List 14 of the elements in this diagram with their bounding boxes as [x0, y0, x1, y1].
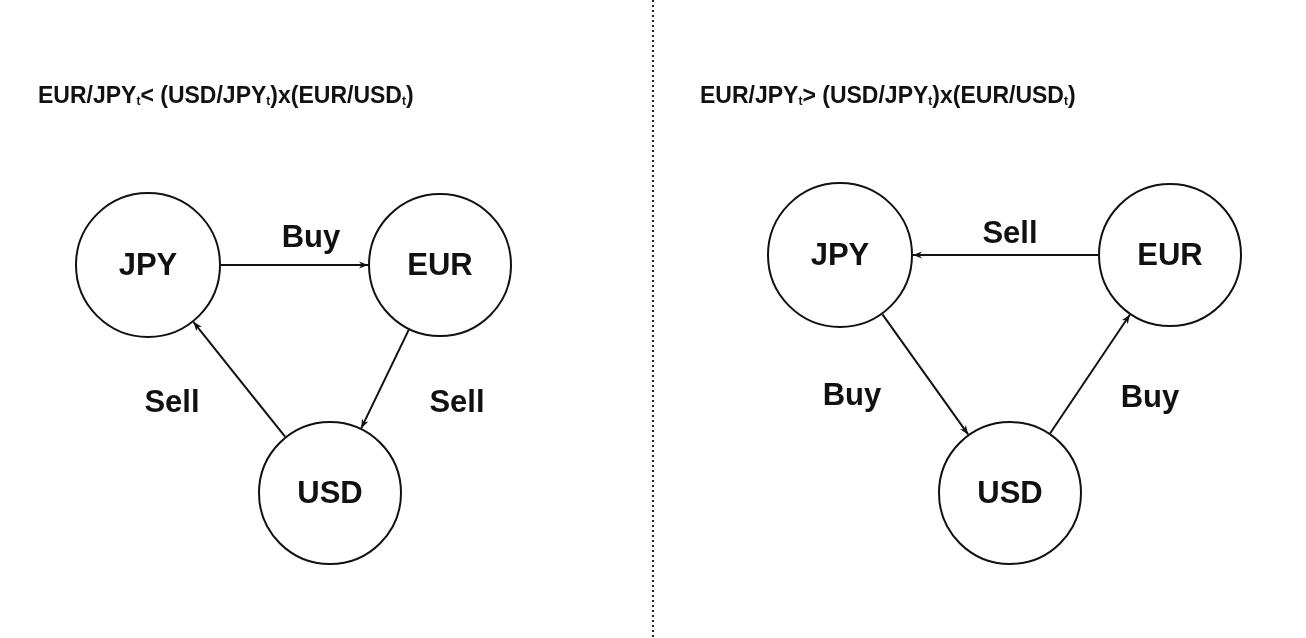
arrow: [220, 261, 369, 269]
arrow: [360, 328, 410, 430]
currency-label: USD: [977, 475, 1043, 511]
arrow: [912, 251, 1099, 259]
arrow: [192, 321, 287, 438]
currency-label: JPY: [810, 237, 870, 273]
currency-label: EUR: [407, 247, 473, 283]
currency-label: USD: [297, 475, 363, 511]
currency-label: EUR: [1137, 237, 1203, 273]
formula-heading: EUR/JPY$_{t}$< (USD/JPY$_{t}$)x(EUR/USD$_{t}$): [38, 82, 414, 109]
formula-heading: EUR/JPY$_{t}$> (USD/JPY$_{t}$)x(EUR/USD$_{t}$): [700, 82, 1076, 109]
currency-label: JPY: [118, 247, 178, 283]
arrow: [1049, 313, 1131, 435]
arrow: [881, 313, 970, 436]
